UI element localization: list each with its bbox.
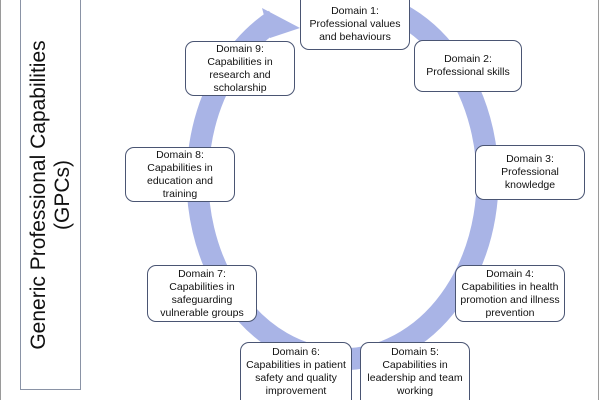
cycle-arrowhead	[262, 8, 300, 38]
domain-8-box: Domain 8: Capabilities in education and …	[125, 147, 235, 202]
domain-7-box: Domain 7: Capabilities in safeguarding v…	[147, 265, 257, 322]
domain-4-box: Domain 4: Capabilities in health promoti…	[455, 265, 565, 322]
domain-9-box: Domain 9: Capabilities in research and s…	[185, 41, 295, 96]
domain-4-label: Domain 4: Capabilities in health promoti…	[460, 267, 560, 319]
domain-6-label: Domain 6: Capabilities in patient safety…	[246, 345, 346, 397]
domain-5-label: Domain 5: Capabilities in leadership and…	[367, 345, 463, 397]
domain-8-label: Domain 8: Capabilities in education and …	[147, 148, 213, 200]
domain-2-label: Domain 2: Professional skills	[426, 53, 510, 78]
domain-9-label: Domain 9: Capabilities in research and s…	[207, 42, 273, 94]
domain-2-box: Domain 2: Professional skills	[414, 40, 522, 92]
left-edge-line	[0, 0, 1, 400]
domain-3-box: Domain 3: Professional knowledge	[475, 145, 585, 200]
domain-5-box: Domain 5: Capabilities in leadership and…	[360, 342, 470, 400]
right-edge-line	[598, 0, 599, 400]
domain-1-label: Domain 1: Professional values and behavi…	[309, 5, 401, 43]
domain-6-box: Domain 6: Capabilities in patient safety…	[240, 342, 352, 400]
domain-7-label: Domain 7: Capabilities in safeguarding v…	[160, 267, 244, 319]
title-panel: Generic Professional Capabilities (GPCs)	[20, 0, 81, 390]
domain-3-label: Domain 3: Professional knowledge	[501, 153, 559, 191]
domain-1-box: Domain 1: Professional values and behavi…	[300, 0, 410, 50]
